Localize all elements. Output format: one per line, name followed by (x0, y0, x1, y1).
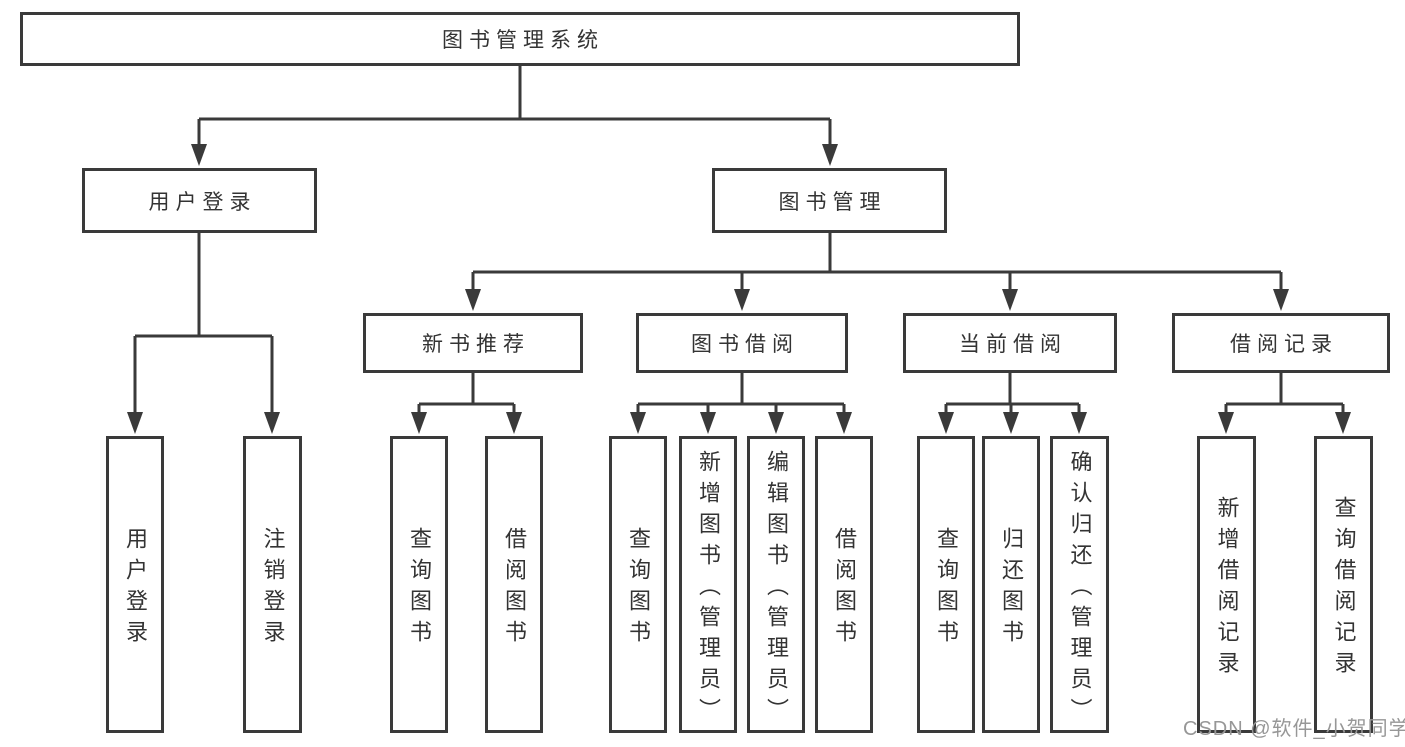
node-root-label: 图书管理系统 (442, 29, 604, 52)
node-nbr-query-books: 查询图书 (390, 436, 448, 733)
connector-book-management (471, 233, 1283, 293)
node-cb-query-books: 查询图书 (917, 436, 975, 733)
node-user-login-leaf: 用户登录 (106, 436, 164, 733)
node-bb-query-books: 查询图书 (609, 436, 667, 733)
connector-book-borrowing (636, 373, 846, 416)
node-book-borrowing-label: 图书借阅 (691, 333, 799, 356)
node-cb-query-books-label: 查询图书 (934, 527, 959, 651)
node-nbr-borrow-books-label: 借阅图书 (502, 527, 527, 651)
node-cb-confirm-return-admin: 确认归还（管理员） (1050, 436, 1109, 733)
node-cb-return-books: 归还图书 (982, 436, 1040, 733)
connector-new-book-recommend (417, 373, 516, 416)
node-logout-leaf-label: 注销登录 (260, 527, 286, 651)
connector-user-login (133, 233, 274, 416)
node-br-query-record-label: 查询借阅记录 (1331, 496, 1357, 682)
node-br-add-record-label: 新增借阅记录 (1214, 496, 1240, 682)
node-bb-edit-books-admin-label: 编辑图书（管理员） (764, 449, 789, 729)
node-bb-edit-books-admin: 编辑图书（管理员） (747, 436, 805, 733)
node-nbr-query-books-label: 查询图书 (407, 527, 432, 651)
node-root: 图书管理系统 (20, 12, 1020, 66)
node-new-book-recommend: 新书推荐 (363, 313, 583, 373)
node-bb-query-books-label: 查询图书 (626, 527, 651, 651)
node-current-borrowing: 当前借阅 (903, 313, 1117, 373)
node-book-management-branch: 图书管理 (712, 168, 947, 233)
node-book-borrowing: 图书借阅 (636, 313, 848, 373)
node-user-login-leaf-label: 用户登录 (123, 527, 148, 651)
node-bb-borrow-books: 借阅图书 (815, 436, 873, 733)
node-user-login-branch-label: 用户登录 (148, 190, 257, 214)
node-bb-add-books-admin-label: 新增图书（管理员） (696, 449, 721, 729)
node-current-borrowing-label: 当前借阅 (959, 333, 1067, 356)
node-borrowing-records-label: 借阅记录 (1230, 333, 1338, 356)
node-cb-return-books-label: 归还图书 (999, 527, 1024, 651)
node-bb-add-books-admin: 新增图书（管理员） (679, 436, 737, 733)
node-new-book-recommend-label: 新书推荐 (422, 333, 530, 356)
node-br-query-record: 查询借阅记录 (1314, 436, 1373, 733)
connector-root (197, 66, 832, 148)
node-logout-leaf: 注销登录 (243, 436, 302, 733)
node-borrowing-records: 借阅记录 (1172, 313, 1390, 373)
node-br-add-record: 新增借阅记录 (1197, 436, 1256, 733)
node-book-management-branch-label: 图书管理 (778, 190, 887, 214)
node-nbr-borrow-books: 借阅图书 (485, 436, 543, 733)
csdn-watermark: CSDN @软件_小贺同学 (1183, 718, 1405, 740)
node-bb-borrow-books-label: 借阅图书 (832, 527, 857, 651)
connector-current-borrowing (944, 373, 1081, 416)
node-cb-confirm-return-admin-label: 确认归还（管理员） (1067, 449, 1093, 729)
connector-borrowing-records (1224, 373, 1345, 416)
node-user-login-branch: 用户登录 (82, 168, 317, 233)
arrowhead-icons (127, 144, 1351, 434)
